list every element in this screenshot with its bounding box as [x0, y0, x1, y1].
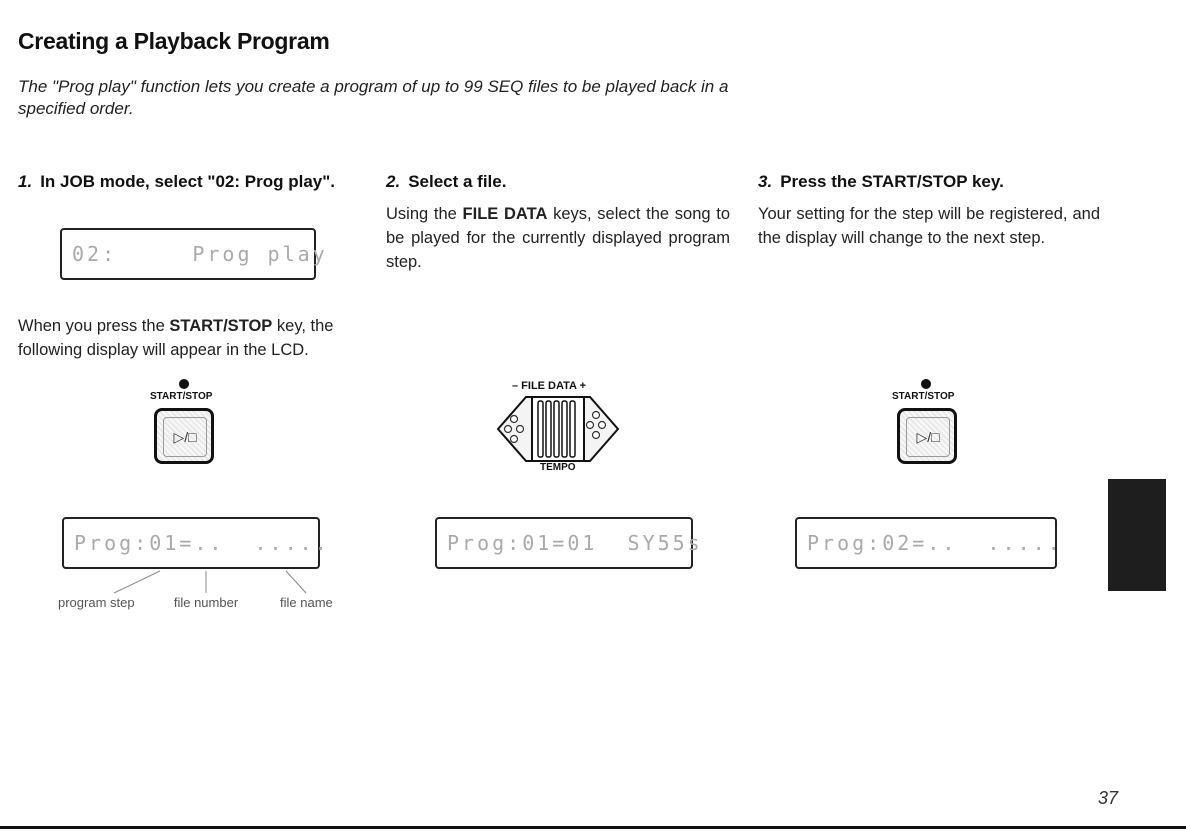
lcd-step-1-display: Prog:01=.. .....: [62, 517, 327, 569]
caption-file-name: file name: [280, 595, 333, 610]
start-stop-label: START/STOP: [150, 391, 213, 402]
led-dot: [179, 379, 189, 389]
when-press-text: When you press the START/STOP key, the f…: [18, 314, 368, 362]
when-press-text-part: When you press the: [18, 317, 170, 335]
file-data-label: – FILE DATA +: [512, 380, 587, 392]
step-1-heading: 1. In JOB mode, select "02: Prog play".: [18, 172, 335, 192]
step-1-heading-text: In JOB mode, select "02: Prog play".: [40, 172, 336, 191]
caption-program-step: program step: [58, 595, 135, 610]
lcd-menu-display: 02: Prog play: [60, 228, 325, 280]
tempo-label: TEMPO: [540, 462, 576, 473]
step-2-heading: 2. Select a file.: [386, 172, 506, 192]
step-2-number: 2.: [386, 172, 401, 191]
play-stop-icon: ▷/□: [906, 417, 950, 457]
bottom-rule: [0, 826, 1186, 829]
step-2-body-bold: FILE DATA: [462, 205, 548, 223]
start-stop-label: START/STOP: [892, 391, 955, 402]
lcd-step-2-display: Prog:01=01 SY55s: [435, 517, 700, 569]
intro-text: The "Prog play" function lets you create…: [18, 77, 729, 118]
step-3-number: 3.: [758, 172, 773, 191]
step-2-body-part: Using the: [386, 205, 463, 223]
lcd-step-3-display: Prog:02=.. .....: [795, 517, 1060, 569]
step-2-heading-text: Select a file.: [408, 172, 507, 191]
section-tab: JOB: [1081, 479, 1166, 616]
start-stop-key[interactable]: ▷/□: [154, 408, 214, 464]
step-1-number: 1.: [18, 172, 33, 191]
caption-file-number: file number: [173, 595, 239, 610]
start-stop-key[interactable]: ▷/□: [897, 408, 957, 464]
when-press-text-bold: START/STOP: [169, 317, 273, 335]
when-press-text-part: key, the following display will appear i…: [18, 317, 334, 359]
file-data-dial-icon[interactable]: [494, 393, 622, 465]
led-dot: [921, 379, 931, 389]
section-tab-label: JOB: [1081, 559, 1114, 616]
step-3-body: Your setting for the step will be regist…: [758, 205, 1100, 247]
page-title: Creating a Playback Program: [18, 28, 330, 54]
page-number: 37: [1098, 788, 1119, 808]
callout-lines: [113, 570, 307, 594]
step-3-heading: 3. Press the START/STOP key.: [758, 172, 1004, 192]
play-stop-icon: ▷/□: [163, 417, 207, 457]
step-2-body-part: keys, select the song to be played for t…: [386, 205, 731, 271]
step-3-heading-text: Press the START/STOP key.: [780, 172, 1004, 191]
step-2-body: Using the FILE DATA keys, select the son…: [386, 202, 730, 274]
